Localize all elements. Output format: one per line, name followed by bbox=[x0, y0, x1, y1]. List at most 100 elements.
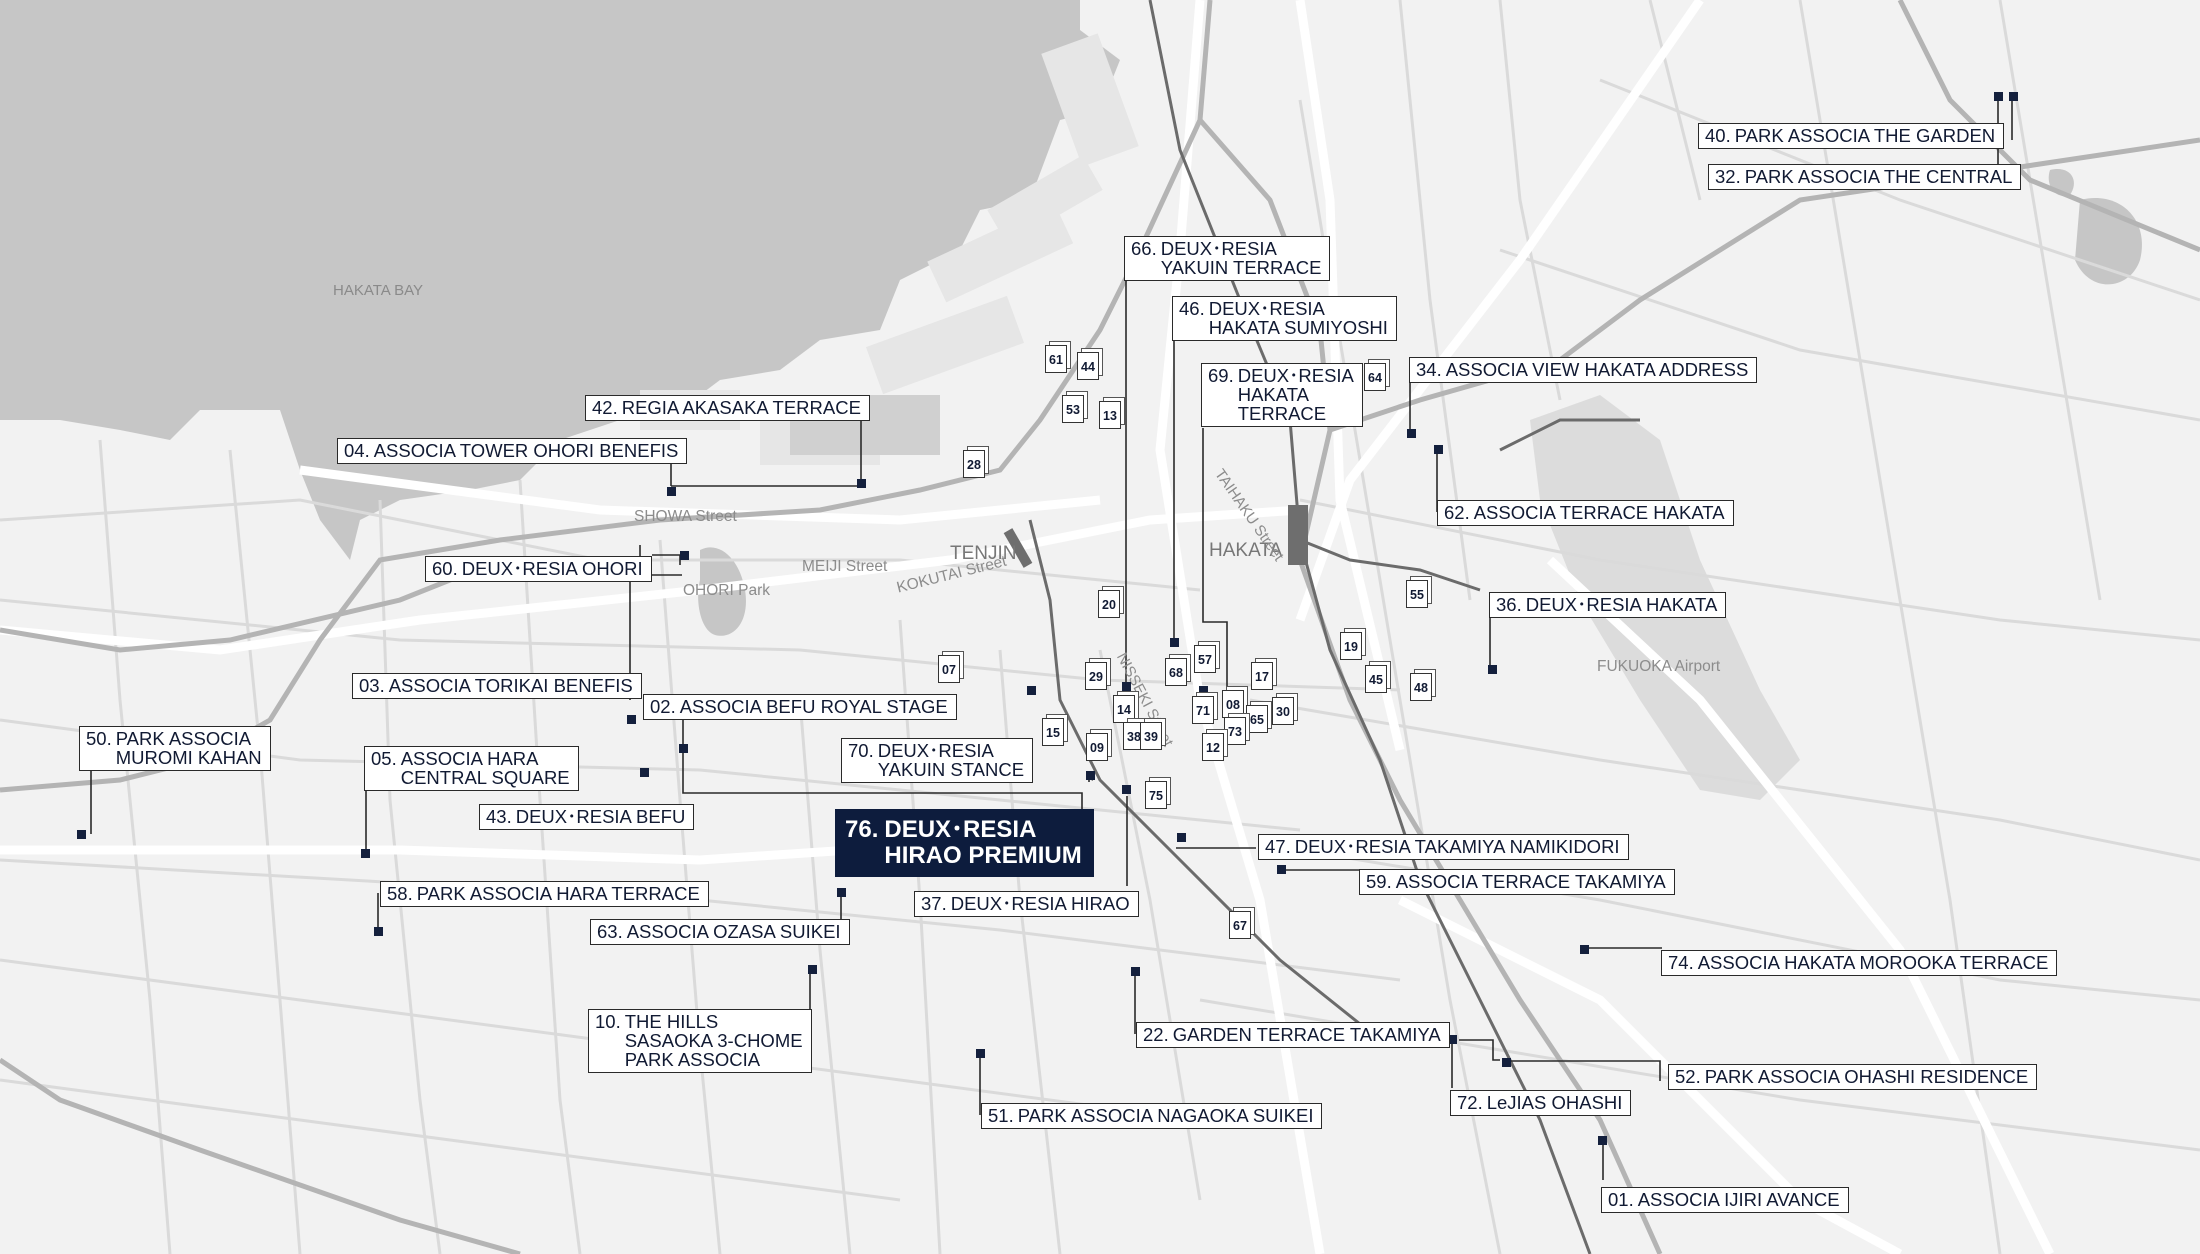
marker-50[interactable] bbox=[77, 830, 86, 839]
property-label-62[interactable]: 62.ASSOCIA TERRACE HAKATA bbox=[1437, 500, 1734, 526]
marker-69[interactable] bbox=[1199, 686, 1208, 695]
marker-32[interactable] bbox=[2009, 92, 2018, 101]
building-57[interactable]: 57 bbox=[1194, 645, 1216, 673]
property-label-03[interactable]: 03.ASSOCIA TORIKAI BENEFIS bbox=[352, 673, 642, 699]
building-55[interactable]: 55 bbox=[1406, 580, 1428, 608]
property-name: DEUX･RESIA YAKUIN STANCE bbox=[877, 740, 1025, 780]
marker-47[interactable] bbox=[1177, 833, 1186, 842]
building-53[interactable]: 53 bbox=[1062, 395, 1084, 423]
marker-46[interactable] bbox=[1170, 638, 1179, 647]
marker-66[interactable] bbox=[1122, 682, 1131, 691]
building-30[interactable]: 30 bbox=[1272, 697, 1294, 725]
property-name: THE HILLS SASAOKA 3-CHOME PARK ASSOCIA bbox=[624, 1011, 803, 1070]
building-12[interactable]: 12 bbox=[1202, 733, 1224, 761]
building-19[interactable]: 19 bbox=[1340, 632, 1362, 660]
marker-37[interactable] bbox=[1122, 785, 1131, 794]
property-label-04[interactable]: 04.ASSOCIA TOWER OHORI BENEFIS bbox=[337, 438, 688, 464]
property-number: 04. bbox=[344, 440, 370, 461]
property-label-34[interactable]: 34.ASSOCIA VIEW HAKATA ADDRESS bbox=[1409, 357, 1758, 383]
marker-42[interactable] bbox=[857, 479, 866, 488]
building-14[interactable]: 14 bbox=[1113, 695, 1135, 723]
property-number: 32. bbox=[1715, 166, 1741, 187]
building-29[interactable]: 29 bbox=[1085, 662, 1107, 690]
property-label-58[interactable]: 58.PARK ASSOCIA HARA TERRACE bbox=[380, 881, 709, 907]
marker-76[interactable] bbox=[1086, 771, 1095, 780]
building-20[interactable]: 20 bbox=[1098, 590, 1120, 618]
marker-58[interactable] bbox=[374, 927, 383, 936]
building-65[interactable]: 65 bbox=[1246, 705, 1268, 733]
marker-74[interactable] bbox=[1580, 945, 1589, 954]
property-label-46[interactable]: 46.DEUX･RESIA HAKATA SUMIYOSHI bbox=[1172, 296, 1397, 341]
building-28[interactable]: 28 bbox=[963, 450, 985, 478]
marker-22[interactable] bbox=[1131, 967, 1140, 976]
property-label-43[interactable]: 43.DEUX･RESIA BEFU bbox=[479, 804, 695, 830]
property-label-72[interactable]: 72.LeJIAS OHASHI bbox=[1450, 1090, 1632, 1116]
marker-04[interactable] bbox=[667, 487, 676, 496]
property-number: 34. bbox=[1416, 359, 1442, 380]
building-13[interactable]: 13 bbox=[1099, 401, 1121, 429]
property-label-69[interactable]: 69.DEUX･RESIA HAKATA TERRACE bbox=[1201, 363, 1363, 427]
marker-59[interactable] bbox=[1277, 865, 1286, 874]
marker-02[interactable] bbox=[679, 744, 688, 753]
building-48[interactable]: 48 bbox=[1410, 673, 1432, 701]
property-name: DEUX･RESIA OHORI bbox=[461, 558, 643, 579]
property-label-10[interactable]: 10.THE HILLS SASAOKA 3-CHOME PARK ASSOCI… bbox=[588, 1009, 812, 1073]
property-number: 51. bbox=[988, 1105, 1014, 1126]
property-label-52[interactable]: 52.PARK ASSOCIA OHASHI RESIDENCE bbox=[1668, 1064, 2038, 1090]
property-label-32[interactable]: 32.PARK ASSOCIA THE CENTRAL bbox=[1708, 164, 2022, 190]
marker-62[interactable] bbox=[1434, 445, 1443, 454]
building-64[interactable]: 64 bbox=[1364, 363, 1386, 391]
marker-34[interactable] bbox=[1407, 429, 1416, 438]
property-label-02[interactable]: 02.ASSOCIA BEFU ROYAL STAGE bbox=[643, 694, 957, 720]
property-name: DEUX･RESIA YAKUIN TERRACE bbox=[1160, 238, 1322, 278]
marker-40[interactable] bbox=[1994, 92, 2003, 101]
building-09[interactable]: 09 bbox=[1086, 733, 1108, 761]
marker-03[interactable] bbox=[627, 715, 636, 724]
property-label-63[interactable]: 63.ASSOCIA OZASA SUIKEI bbox=[590, 919, 850, 945]
highlight-label-76[interactable]: 76.DEUX･RESIA HIRAO PREMIUM bbox=[835, 809, 1094, 877]
building-07[interactable]: 07 bbox=[938, 655, 960, 683]
building-38[interactable]: 38 bbox=[1123, 722, 1145, 750]
building-45[interactable]: 45 bbox=[1365, 665, 1387, 693]
property-label-74[interactable]: 74.ASSOCIA HAKATA MOROOKA TERRACE bbox=[1661, 950, 2058, 976]
property-number: 03. bbox=[359, 675, 385, 696]
building-44[interactable]: 44 bbox=[1077, 352, 1099, 380]
property-label-36[interactable]: 36.DEUX･RESIA HAKATA bbox=[1489, 592, 1727, 618]
marker-70[interactable] bbox=[1027, 686, 1036, 695]
property-label-70[interactable]: 70.DEUX･RESIA YAKUIN STANCE bbox=[841, 738, 1034, 783]
property-label-59[interactable]: 59.ASSOCIA TERRACE TAKAMIYA bbox=[1359, 869, 1675, 895]
marker-43[interactable] bbox=[640, 768, 649, 777]
property-label-51[interactable]: 51.PARK ASSOCIA NAGAOKA SUIKEI bbox=[981, 1103, 1323, 1129]
place-showa-street: SHOWA Street bbox=[634, 508, 737, 525]
building-68[interactable]: 68 bbox=[1165, 658, 1187, 686]
property-label-50[interactable]: 50.PARK ASSOCIA MUROMI KAHAN bbox=[79, 726, 271, 771]
building-15[interactable]: 15 bbox=[1042, 718, 1064, 746]
property-label-47[interactable]: 47.DEUX･RESIA TAKAMIYA NAMIKIDORI bbox=[1258, 834, 1629, 860]
marker-36[interactable] bbox=[1488, 665, 1497, 674]
building-73[interactable]: 73 bbox=[1224, 717, 1246, 745]
property-label-66[interactable]: 66.DEUX･RESIA YAKUIN TERRACE bbox=[1124, 236, 1331, 281]
property-label-42[interactable]: 42.REGIA AKASAKA TERRACE bbox=[585, 395, 870, 421]
property-label-05[interactable]: 05.ASSOCIA HARA CENTRAL SQUARE bbox=[364, 746, 579, 791]
marker-72[interactable] bbox=[1448, 1035, 1457, 1044]
marker-01[interactable] bbox=[1598, 1136, 1607, 1145]
marker-51[interactable] bbox=[976, 1049, 985, 1058]
building-71[interactable]: 71 bbox=[1192, 696, 1214, 724]
property-label-40[interactable]: 40.PARK ASSOCIA THE GARDEN bbox=[1698, 123, 2005, 149]
property-label-37[interactable]: 37.DEUX･RESIA HIRAO bbox=[914, 891, 1139, 917]
property-number: 43. bbox=[486, 806, 512, 827]
building-08[interactable]: 08 bbox=[1222, 690, 1244, 718]
building-75[interactable]: 75 bbox=[1145, 781, 1167, 809]
property-label-22[interactable]: 22.GARDEN TERRACE TAKAMIYA bbox=[1136, 1022, 1450, 1048]
building-61[interactable]: 61 bbox=[1045, 345, 1067, 373]
marker-63[interactable] bbox=[837, 888, 846, 897]
building-17[interactable]: 17 bbox=[1251, 662, 1273, 690]
building-67[interactable]: 67 bbox=[1229, 911, 1251, 939]
marker-52[interactable] bbox=[1502, 1058, 1511, 1067]
marker-10[interactable] bbox=[808, 965, 817, 974]
marker-05[interactable] bbox=[361, 849, 370, 858]
marker-60[interactable] bbox=[680, 551, 689, 560]
building-39[interactable]: 39 bbox=[1140, 722, 1162, 750]
property-label-01[interactable]: 01.ASSOCIA IJIRI AVANCE bbox=[1601, 1187, 1849, 1213]
property-label-60[interactable]: 60.DEUX･RESIA OHORI bbox=[425, 556, 652, 582]
